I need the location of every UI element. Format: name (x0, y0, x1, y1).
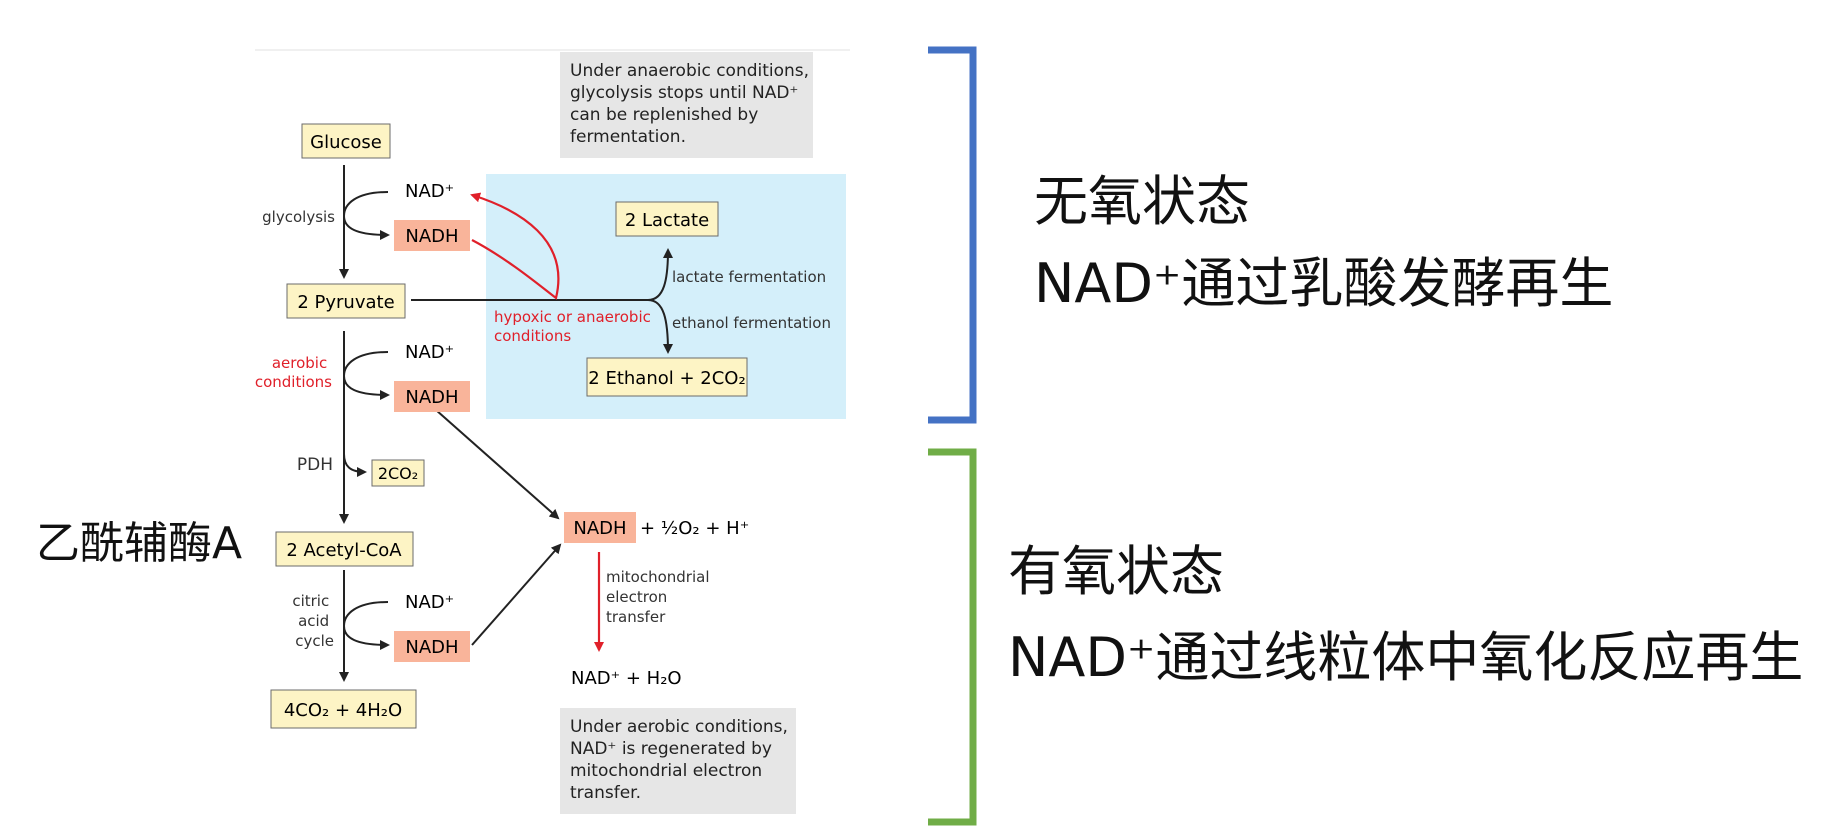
annotation-aerobic-title: 有氧状态 (1008, 540, 1224, 603)
box-ethanol: 2 Ethanol + 2CO₂ (586, 357, 748, 397)
annotation-anaerobic-detail: NAD⁺通过乳酸发酵再生 (1034, 252, 1613, 315)
svg-text:2 Ethanol + 2CO₂: 2 Ethanol + 2CO₂ (588, 368, 745, 389)
box-pyruvate: 2 Pyruvate (286, 283, 406, 319)
svg-text:2 Pyruvate: 2 Pyruvate (297, 292, 394, 313)
hook-glycolysis (342, 191, 390, 240)
arrow-to-lactate (647, 248, 673, 301)
svg-text:4CO₂ + 4H₂O: 4CO₂ + 4H₂O (284, 700, 402, 721)
label-citric-acid-cycle: citric acid cycle (292, 592, 334, 650)
nad-plus-pdh: NAD⁺ (405, 342, 454, 363)
note-anaerobic: Under anaerobic conditions, glycolysis s… (560, 52, 814, 158)
label-mito-transfer: mitochondrial electron transfer (606, 568, 714, 626)
svg-text:NADH: NADH (573, 518, 626, 539)
svg-text:NADH: NADH (405, 637, 458, 658)
arrow-nadh-to-oxidation-1 (435, 409, 560, 520)
box-nadh-citric: NADH (394, 631, 470, 662)
annotation-acetyl-coa: 乙酰辅酶A (36, 518, 242, 569)
arrow-to-ethanol (647, 299, 673, 354)
label-hypoxic: hypoxic or anaerobic conditions (494, 308, 656, 345)
annotation-aerobic-detail: NAD⁺通过线粒体中氧化反应再生 (1008, 626, 1803, 689)
nad-water-products: NAD⁺ + H₂O (571, 668, 682, 689)
annotation-anaerobic-title: 无氧状态 (1034, 170, 1250, 233)
svg-text:NADH: NADH (405, 387, 458, 408)
box-lactate: 2 Lactate (615, 201, 719, 237)
box-co2: 2CO₂ (371, 459, 425, 487)
svg-text:Under aerobic conditions,: Under aerobic conditions, NAD⁺ is regene… (570, 717, 793, 803)
hook-citric (342, 601, 390, 650)
arrow-nadh-to-oxidation-2 (471, 543, 562, 646)
oxygen-reactants: + ½O₂ + H⁺ (640, 518, 749, 539)
svg-text:NADH: NADH (405, 226, 458, 247)
svg-text:Glucose: Glucose (310, 132, 382, 153)
nad-plus-citric: NAD⁺ (405, 592, 454, 613)
label-lactate-fermentation: lactate fermentation (672, 268, 826, 286)
label-ethanol-fermentation: ethanol fermentation (672, 314, 831, 332)
note-aerobic: Under aerobic conditions, NAD⁺ is regene… (560, 708, 796, 814)
nad-plus-glycolysis: NAD⁺ (405, 181, 454, 202)
bracket-aerobic (928, 448, 977, 826)
svg-text:Under anaerobic conditions,: Under anaerobic conditions, glycolysis s… (570, 61, 814, 147)
box-end-products: 4CO₂ + 4H₂O (270, 689, 417, 729)
label-aerobic-conditions: aerobic conditions (255, 354, 332, 391)
box-nadh-pdh: NADH (394, 381, 470, 412)
red-regeneration-loop (470, 192, 560, 300)
box-glucose: Glucose (301, 123, 391, 159)
box-nadh-oxidation: NADH (564, 512, 636, 543)
hook-pdh-co2 (343, 453, 367, 477)
box-nadh-glycolysis: NADH (394, 220, 470, 251)
label-glycolysis: glycolysis (262, 208, 335, 226)
svg-text:2 Lactate: 2 Lactate (625, 210, 709, 231)
label-pdh: PDH (297, 455, 333, 475)
svg-text:2CO₂: 2CO₂ (378, 464, 418, 483)
hook-pdh-nad (342, 351, 390, 400)
box-acetyl-coa: 2 Acetyl-CoA (275, 531, 414, 567)
svg-text:2 Acetyl-CoA: 2 Acetyl-CoA (286, 540, 402, 561)
bracket-anaerobic (928, 46, 977, 424)
